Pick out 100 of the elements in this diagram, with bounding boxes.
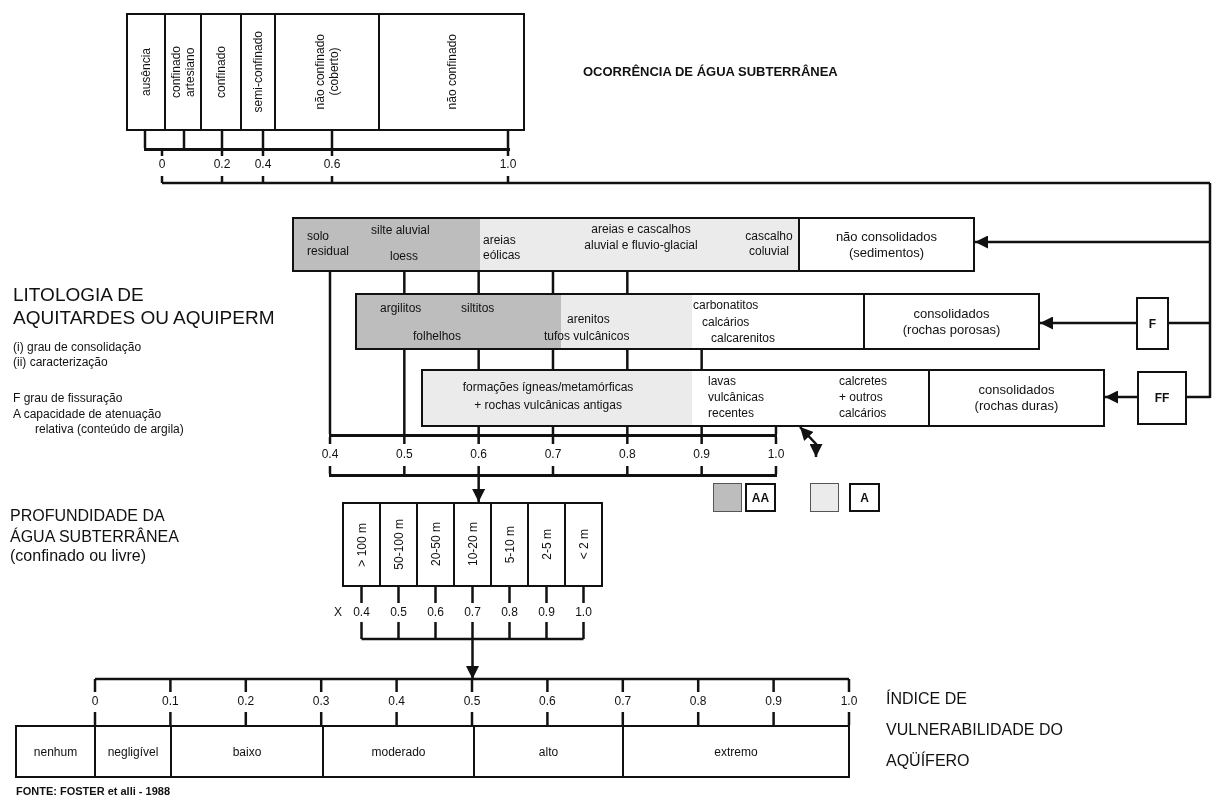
- vulnerability-class-box: [473, 725, 624, 778]
- category-box: [928, 369, 1105, 427]
- vulnerability-class-box: [170, 725, 324, 778]
- connector-line: [1169, 321, 1210, 325]
- arrow: [1040, 316, 1136, 330]
- category-label: semi-confinado: [251, 31, 265, 113]
- tick-label: 0: [90, 694, 100, 709]
- section-heading: ÍNDICE DE VULNERABILIDADE DO AQÜÍFERO: [886, 688, 1063, 771]
- note-text: F grau de fissuração: [13, 391, 123, 406]
- category-label: 50-100 m: [391, 519, 406, 570]
- scale-bar: [144, 148, 510, 151]
- arrow: [799, 426, 823, 457]
- depth-box: [342, 502, 381, 587]
- tick-label: 0.5: [462, 694, 482, 709]
- tick-label: 1.0: [574, 605, 593, 620]
- tick-label: 0.9: [764, 694, 783, 709]
- tick-label: 0.6: [426, 605, 445, 620]
- tick-label: 0.7: [613, 694, 633, 709]
- tick-label: 0.9: [537, 605, 556, 620]
- category-label: consolidados (rochas porosas): [902, 305, 1001, 338]
- tick-label: 0.2: [236, 694, 256, 709]
- tick-label: 1.0: [766, 447, 786, 462]
- rock-type-label: areias e cascalhos aluvial e fluvio-glacial: [583, 221, 699, 253]
- category-label: moderado: [371, 744, 426, 759]
- rock-type-label: calcarenitos: [711, 331, 776, 346]
- depth-box: [564, 502, 603, 587]
- category-label: nenhum: [33, 744, 78, 759]
- category-label: F: [1148, 316, 1157, 331]
- connector-line: [1187, 395, 1210, 399]
- lithology-band: [421, 369, 930, 427]
- connector-line: [403, 350, 406, 434]
- tick-label: 0.8: [617, 447, 637, 462]
- lithology-band: [292, 217, 800, 272]
- tick-label: 0.7: [543, 447, 563, 462]
- lithology-band: [355, 293, 865, 350]
- category-label: consolidados (rochas duras): [974, 382, 1059, 414]
- rock-type-label: lavas vulcânicas recentes: [708, 373, 765, 421]
- category-box: [200, 13, 242, 131]
- category-box: [126, 13, 166, 131]
- category-label: > 100 m: [354, 522, 369, 567]
- rock-type-label: folhelhos: [413, 329, 462, 344]
- category-label: 2-5 m: [539, 529, 554, 560]
- rock-type-label: calcretes + outros calcários: [839, 373, 888, 421]
- category-box: [863, 293, 1040, 350]
- arrow: [975, 235, 1210, 249]
- note-text: OCORRÊNCIA DE ÁGUA SUBTERRÂNEA: [583, 64, 838, 79]
- category-label: não confinado: [444, 34, 459, 110]
- rock-type-label: cascalho coluvial: [744, 229, 794, 259]
- connector-line: [700, 350, 703, 369]
- tick-label: 0.4: [387, 694, 406, 709]
- category-box: [274, 13, 380, 131]
- tick-label: 1.0: [839, 694, 859, 709]
- connector-line: [477, 272, 480, 293]
- tick-label: 0.2: [212, 157, 232, 172]
- category-label: não confinado (coberto): [313, 34, 341, 110]
- category-box: [164, 13, 202, 131]
- legend-label: AA: [745, 483, 776, 512]
- connector-line: [551, 350, 555, 369]
- tick-label: 0.5: [395, 447, 414, 462]
- vulnerability-class-box: [15, 725, 96, 778]
- section-heading: LITOLOGIA DE AQUITARDES OU AQUIPERM: [13, 283, 275, 329]
- arrow: [472, 477, 486, 502]
- tick-label: 0.4: [352, 605, 371, 620]
- rock-type-label: calcários: [702, 315, 750, 330]
- category-label: extremo: [714, 744, 758, 759]
- connector-line: [626, 427, 629, 434]
- tick-label: 0: [157, 157, 167, 172]
- category-label: baixo: [232, 744, 262, 759]
- category-label: confinado artesiano: [169, 45, 197, 98]
- category-box: [378, 13, 525, 131]
- tick-label: 0.4: [320, 447, 340, 462]
- tick-label: 0.6: [469, 447, 488, 462]
- category-label: < 2 m: [576, 529, 591, 560]
- tick-label: 0.7: [463, 605, 482, 620]
- rock-type-label: formações ígneas/metamórficas + rochas vulcânicas antigas: [461, 379, 635, 414]
- connector-line: [626, 350, 629, 369]
- connector-line: [403, 272, 406, 293]
- rock-type-label: loess: [390, 249, 418, 264]
- tick-label: 0.8: [688, 694, 708, 709]
- connector-line: [626, 272, 629, 293]
- tick-label: 0.1: [161, 694, 180, 709]
- category-label: confinado: [214, 45, 228, 98]
- section-heading: (confinado ou livre): [10, 548, 147, 563]
- legend-label: A: [849, 483, 880, 512]
- tick-label: 1.0: [498, 157, 518, 172]
- depth-box: [490, 502, 529, 587]
- factor-box: [1136, 297, 1169, 350]
- tick-label: X: [333, 605, 343, 620]
- category-label: ausência: [139, 47, 153, 96]
- depth-box: [527, 502, 566, 587]
- connector-line: [551, 272, 555, 293]
- category-box: [240, 13, 276, 131]
- tick-label: 0.9: [692, 447, 711, 462]
- tick-label: 0.5: [389, 605, 408, 620]
- vulnerability-class-box: [322, 725, 475, 778]
- arrow: [1105, 390, 1137, 404]
- note-text: (ii) caracterização: [13, 355, 108, 370]
- note-text: A capacidade de atenuação relativa (conteúdo de argila): [13, 407, 185, 437]
- connector-line: [328, 272, 332, 434]
- depth-box: [416, 502, 455, 587]
